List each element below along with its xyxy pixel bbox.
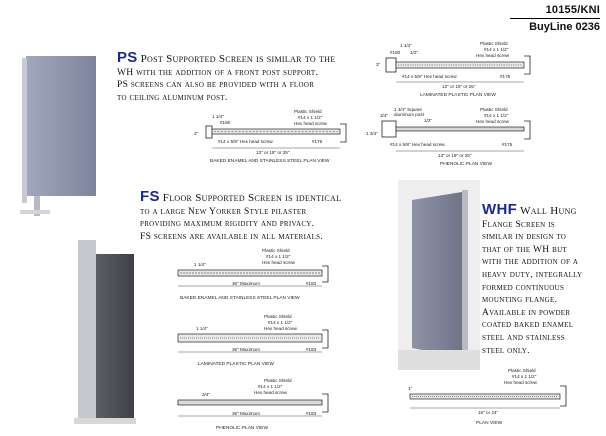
svg-text:36" Maximum: 36" Maximum: [232, 281, 260, 286]
svg-text:PLAN VIEW: PLAN VIEW: [476, 420, 503, 426]
svg-text:1 3/4" Square: 1 3/4" Square: [394, 107, 422, 112]
whf-screen-photo: [398, 180, 480, 370]
document-header: 10155/KNI BuyLine 0236: [510, 4, 600, 33]
svg-text:LAMINATED PLASTIC PLAN VIEW: LAMINATED PLASTIC PLAN VIEW: [420, 92, 496, 98]
ps-enamel-plan-drawing: 1 1/4" 2" #180 Plastic Shield #14 x 1 1/…: [194, 109, 347, 164]
svg-text:Plastic Shield: Plastic Shield: [480, 41, 508, 46]
svg-text:1 1/4": 1 1/4": [194, 262, 206, 267]
svg-text:1/2": 1/2": [410, 50, 418, 55]
svg-text:#175: #175: [312, 139, 323, 144]
svg-text:Plastic Shield: Plastic Shield: [264, 314, 292, 319]
svg-text:#14 x 1 1/2": #14 x 1 1/2": [512, 374, 537, 379]
whf-model-code: WHF: [482, 201, 518, 218]
svg-text:#14 x 1 1/2": #14 x 1 1/2": [258, 384, 283, 389]
ps-laminated-plan-drawing: 1 1/4" 3" #180 1/2" Plastic Shield #14 x…: [376, 41, 531, 98]
catalog-code: 10155/KNI: [545, 4, 600, 16]
svg-text:1/2": 1/2": [424, 118, 432, 123]
svg-text:Hex head screw: Hex head screw: [476, 53, 510, 58]
buyline-number: BuyLine 0236: [529, 21, 600, 33]
svg-text:BAKED ENAMEL AND STAINLESS STE: BAKED ENAMEL AND STAINLESS STEEL PLAN VI…: [180, 295, 300, 301]
svg-text:Hex head screw: Hex head screw: [476, 119, 510, 124]
whf-plan-drawing: Plastic Shield #14 x 1 1/2" Hex head scr…: [408, 368, 567, 426]
svg-text:1 3/4": 1 3/4": [366, 131, 378, 136]
svg-text:#175: #175: [500, 74, 511, 79]
svg-text:#183: #183: [306, 281, 317, 286]
svg-text:3/4": 3/4": [202, 392, 210, 397]
ps-phenolic-plan-drawing: 1 3/4" Square aluminum post 3/4" 1 3/4" …: [366, 107, 531, 167]
svg-text:aluminum post: aluminum post: [394, 112, 425, 117]
svg-text:36" Maximum: 36" Maximum: [232, 347, 260, 352]
fs-laminated-plan-drawing: Plastic Shield #14 x 1 1/2" Hex head scr…: [177, 314, 329, 367]
fs-phenolic-plan-drawing: Plastic Shield #14 x 1 1/2" Hex head scr…: [177, 378, 329, 431]
ps-model-code: PS: [117, 49, 138, 66]
svg-text:#14 x 1 1/2": #14 x 1 1/2": [268, 320, 293, 325]
svg-text:#175: #175: [502, 142, 513, 147]
svg-text:#14 x 1 1/2": #14 x 1 1/2": [484, 47, 509, 52]
svg-text:13" or 19" or 25": 13" or 19" or 25": [438, 153, 472, 158]
svg-text:#180: #180: [390, 50, 401, 55]
svg-text:#14 x 5/8" Hex head screw: #14 x 5/8" Hex head screw: [402, 74, 457, 79]
svg-text:PHENOLIC PLAN VIEW: PHENOLIC PLAN VIEW: [216, 425, 268, 431]
svg-text:#14 x 5/8" Hex head screw: #14 x 5/8" Hex head screw: [218, 139, 273, 144]
svg-text:Hex head screw: Hex head screw: [504, 380, 538, 385]
svg-text:#14 x 1 1/2": #14 x 1 1/2": [484, 113, 509, 118]
svg-text:3": 3": [376, 62, 381, 67]
header-rule: [510, 18, 600, 19]
svg-text:Plastic Shield: Plastic Shield: [508, 368, 536, 373]
fs-screen-photo: [74, 240, 136, 424]
dim-top-label: 1 1/4": [212, 114, 224, 119]
svg-text:Hex head screw: Hex head screw: [264, 326, 298, 331]
svg-text:Plastic Shield: Plastic Shield: [480, 107, 508, 112]
svg-text:1 1/4": 1 1/4": [400, 43, 412, 48]
svg-text:#14 x 5/8" Hex head screw: #14 x 5/8" Hex head screw: [390, 142, 445, 147]
svg-text:Plastic Shield: Plastic Shield: [262, 248, 290, 253]
svg-text:1": 1": [408, 386, 413, 391]
svg-text:Hex head screw: Hex head screw: [294, 121, 328, 126]
svg-text:1 1/4": 1 1/4": [196, 326, 208, 331]
svg-text:#183: #183: [306, 411, 317, 416]
svg-text:#183: #183: [306, 347, 317, 352]
ps-screen-photo: [20, 56, 96, 216]
svg-text:#14 x 1 1/2": #14 x 1 1/2": [298, 115, 323, 120]
plastic-shield-label: Plastic Shield: [294, 109, 322, 114]
fs-enamel-plan-drawing: Plastic Shield #14 x 1 1/2" Hex head scr…: [177, 248, 329, 301]
svg-text:Hex head screw: Hex head screw: [254, 390, 288, 395]
dim-left-label: 2": [194, 131, 199, 136]
svg-text:3/4": 3/4": [380, 113, 388, 118]
svg-text:Plastic Shield: Plastic Shield: [264, 378, 292, 383]
fs-model-code: FS: [140, 188, 160, 205]
svg-text:36" Maximum: 36" Maximum: [232, 411, 260, 416]
svg-text:18" or 24": 18" or 24": [478, 410, 498, 415]
svg-text:Hex head screw: Hex head screw: [262, 260, 296, 265]
drawing-caption: BAKED ENAMEL AND STAINLESS STEEL PLAN VI…: [210, 158, 330, 164]
svg-text:#14 x 1 1/2": #14 x 1 1/2": [266, 254, 291, 259]
part-number-label: #180: [220, 120, 231, 125]
svg-text:13" or 19" or 25": 13" or 19" or 25": [442, 84, 476, 89]
svg-text:PHENOLIC PLAN VIEW: PHENOLIC PLAN VIEW: [440, 161, 492, 167]
svg-text:LAMINATED PLASTIC PLAN VIEW: LAMINATED PLASTIC PLAN VIEW: [198, 361, 274, 367]
svg-text:13" or 19" or 25": 13" or 19" or 25": [256, 150, 290, 155]
